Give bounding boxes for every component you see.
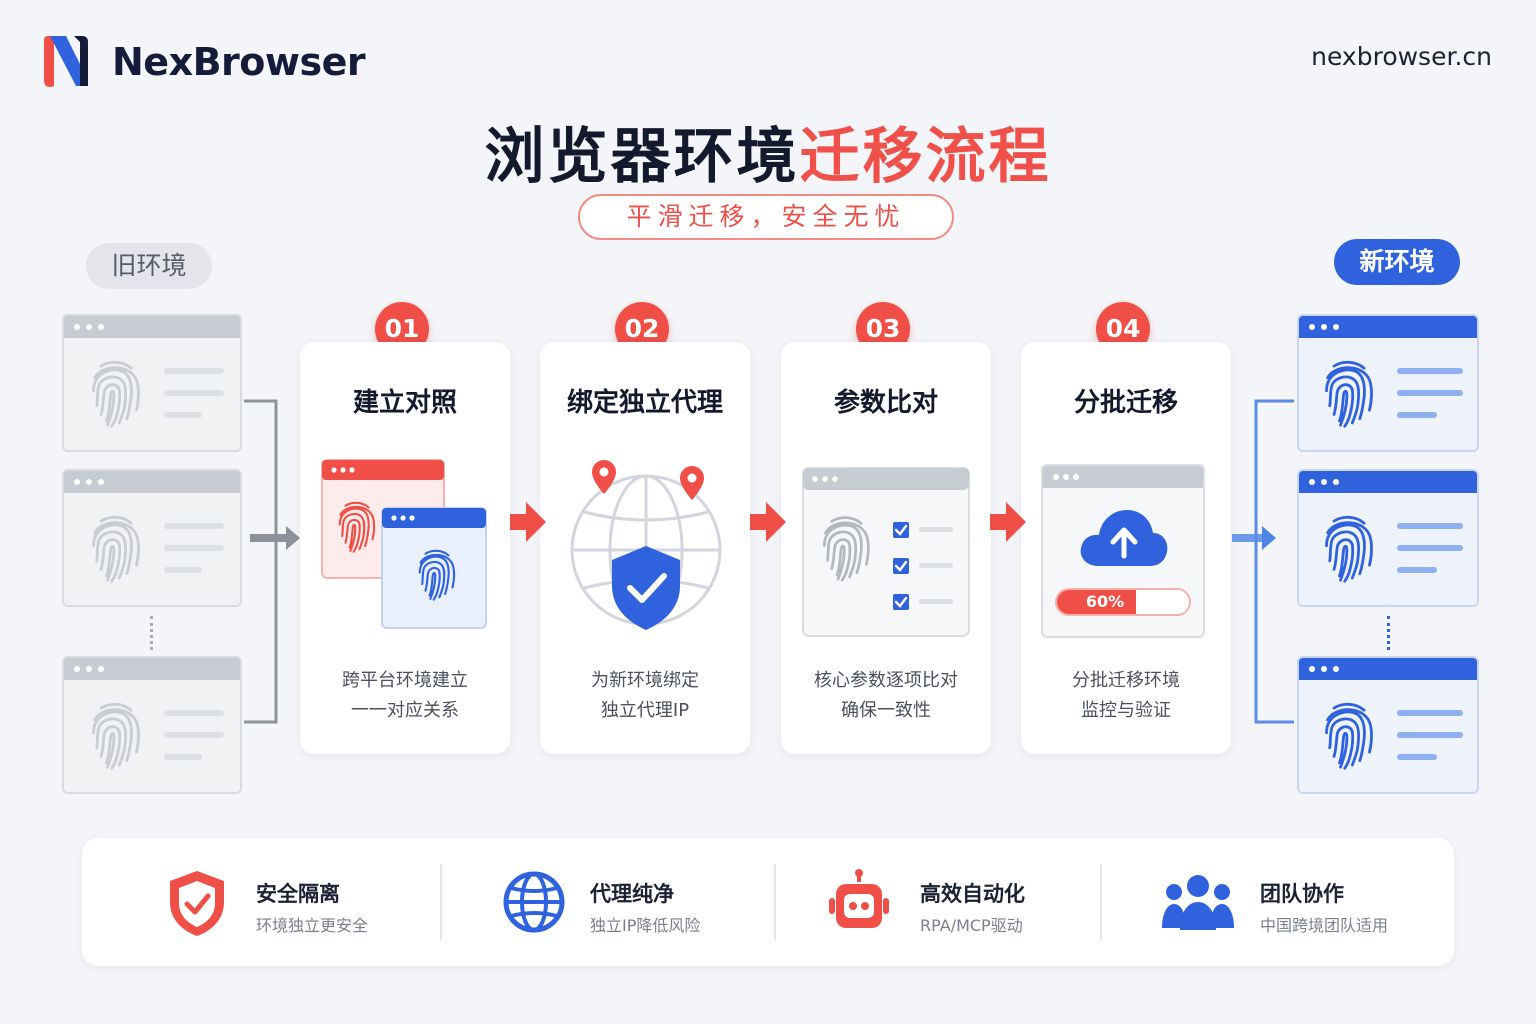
divider bbox=[1100, 864, 1102, 940]
new-browser-window bbox=[1297, 469, 1479, 607]
step-desc-line-2: 监控与验证 bbox=[1081, 700, 1171, 721]
feature-title: 团队协作 bbox=[1260, 882, 1344, 906]
team-icon bbox=[1162, 875, 1234, 930]
fingerprint-icon bbox=[1325, 515, 1373, 583]
step-desc-line-1: 分批迁移环境 bbox=[1072, 670, 1180, 691]
step-card-1: 建立对照 跨平台环境建立 一一对应关系 bbox=[300, 342, 510, 754]
shield-check-icon bbox=[170, 871, 224, 936]
new-env-label: 新环境 bbox=[1334, 239, 1460, 285]
feature-proxy: 代理纯净 独立IP降低风险 bbox=[442, 838, 774, 966]
title-part-2: 迁移流程 bbox=[799, 122, 1052, 192]
arrow-right-icon bbox=[510, 502, 546, 542]
step-desc-line-2: 确保一致性 bbox=[841, 700, 931, 721]
feature-title: 代理纯净 bbox=[590, 882, 674, 906]
fingerprint-checklist-icon bbox=[802, 467, 970, 637]
old-browser-window bbox=[62, 469, 242, 607]
globe-shield-icon bbox=[570, 460, 722, 630]
feature-subtitle: 独立IP降低风险 bbox=[590, 916, 701, 935]
step-title: 参数比对 bbox=[833, 388, 938, 418]
feature-subtitle: RPA/MCP驱动 bbox=[920, 916, 1023, 935]
migration-window: 60% bbox=[1041, 464, 1205, 638]
step-description: 跨平台环境建立 一一对应关系 bbox=[300, 666, 510, 726]
old-env-connector bbox=[244, 399, 300, 724]
ellipsis-dots bbox=[1387, 616, 1391, 650]
step-title: 分批迁移 bbox=[1073, 388, 1178, 418]
fingerprint-icon bbox=[92, 515, 140, 583]
old-env-label: 旧环境 bbox=[86, 243, 212, 289]
site-url[interactable]: nexbrowser.cn bbox=[1311, 42, 1492, 71]
step-desc-line-1: 跨平台环境建立 bbox=[342, 670, 468, 691]
cloud-upload-icon bbox=[1080, 510, 1168, 566]
step-card-4: 分批迁移 60% 分批迁移环境 监控与验证 bbox=[1021, 342, 1231, 754]
arrow-right-icon bbox=[990, 502, 1026, 542]
feature-automation: 高效自动化 RPA/MCP驱动 bbox=[776, 838, 1100, 966]
nexbrowser-logo-icon bbox=[44, 36, 88, 87]
fingerprint-icon bbox=[92, 702, 140, 770]
brand-name: NexBrowser bbox=[112, 40, 366, 84]
new-browser-window bbox=[1297, 656, 1479, 794]
step-title: 绑定独立代理 bbox=[566, 388, 723, 418]
divider bbox=[774, 864, 776, 940]
step-card-3: 参数比对 核心参数逐项比对 确保一致性 bbox=[781, 342, 991, 754]
step-desc-line-1: 为新环境绑定 bbox=[591, 670, 699, 691]
fingerprint-icon bbox=[1325, 360, 1373, 428]
step-card-2: 绑定独立代理 为新环境绑定 独立代理IP bbox=[540, 342, 750, 754]
step-desc-line-2: 一一对应关系 bbox=[351, 700, 459, 721]
feature-team: 团队协作 中国跨境团队适用 bbox=[1102, 838, 1454, 966]
old-browser-window bbox=[62, 314, 242, 452]
globe-icon bbox=[503, 871, 565, 933]
title-part-1: 浏览器环境 bbox=[484, 122, 800, 192]
step-description: 为新环境绑定 独立代理IP bbox=[540, 666, 750, 726]
step-desc-line-1: 核心参数逐项比对 bbox=[814, 670, 958, 691]
new-env-connector bbox=[1232, 399, 1294, 724]
robot-icon bbox=[829, 869, 889, 928]
step-title: 建立对照 bbox=[352, 388, 457, 418]
feature-subtitle: 中国跨境团队适用 bbox=[1260, 916, 1389, 935]
feature-security: 安全隔离 环境独立更安全 bbox=[82, 838, 440, 966]
subtitle-pill: 平滑迁移，安全无忧 bbox=[578, 194, 954, 240]
feature-bar: 安全隔离 环境独立更安全 代理纯净 独立IP降低风险 高效自动化 RPA/MCP… bbox=[82, 838, 1454, 966]
step-description: 核心参数逐项比对 确保一致性 bbox=[781, 666, 991, 726]
fingerprint-icon bbox=[1325, 702, 1373, 770]
ellipsis-dots bbox=[150, 616, 154, 650]
feature-title: 高效自动化 bbox=[920, 882, 1025, 906]
arrow-right-icon bbox=[750, 502, 786, 542]
new-browser-window bbox=[1297, 314, 1479, 452]
step-description: 分批迁移环境 监控与验证 bbox=[1021, 666, 1231, 726]
fingerprint-icon bbox=[92, 360, 140, 428]
divider bbox=[440, 864, 442, 940]
feature-subtitle: 环境独立更安全 bbox=[256, 916, 369, 935]
progress-label: 60% bbox=[1085, 592, 1125, 611]
step-desc-line-2: 独立代理IP bbox=[600, 700, 690, 721]
feature-title: 安全隔离 bbox=[256, 882, 340, 906]
old-browser-window bbox=[62, 656, 242, 794]
progress-bar: 60% bbox=[1055, 588, 1191, 616]
page-title: 浏览器环境迁移流程 bbox=[0, 108, 1536, 195]
browser-compare-icon bbox=[321, 459, 487, 629]
